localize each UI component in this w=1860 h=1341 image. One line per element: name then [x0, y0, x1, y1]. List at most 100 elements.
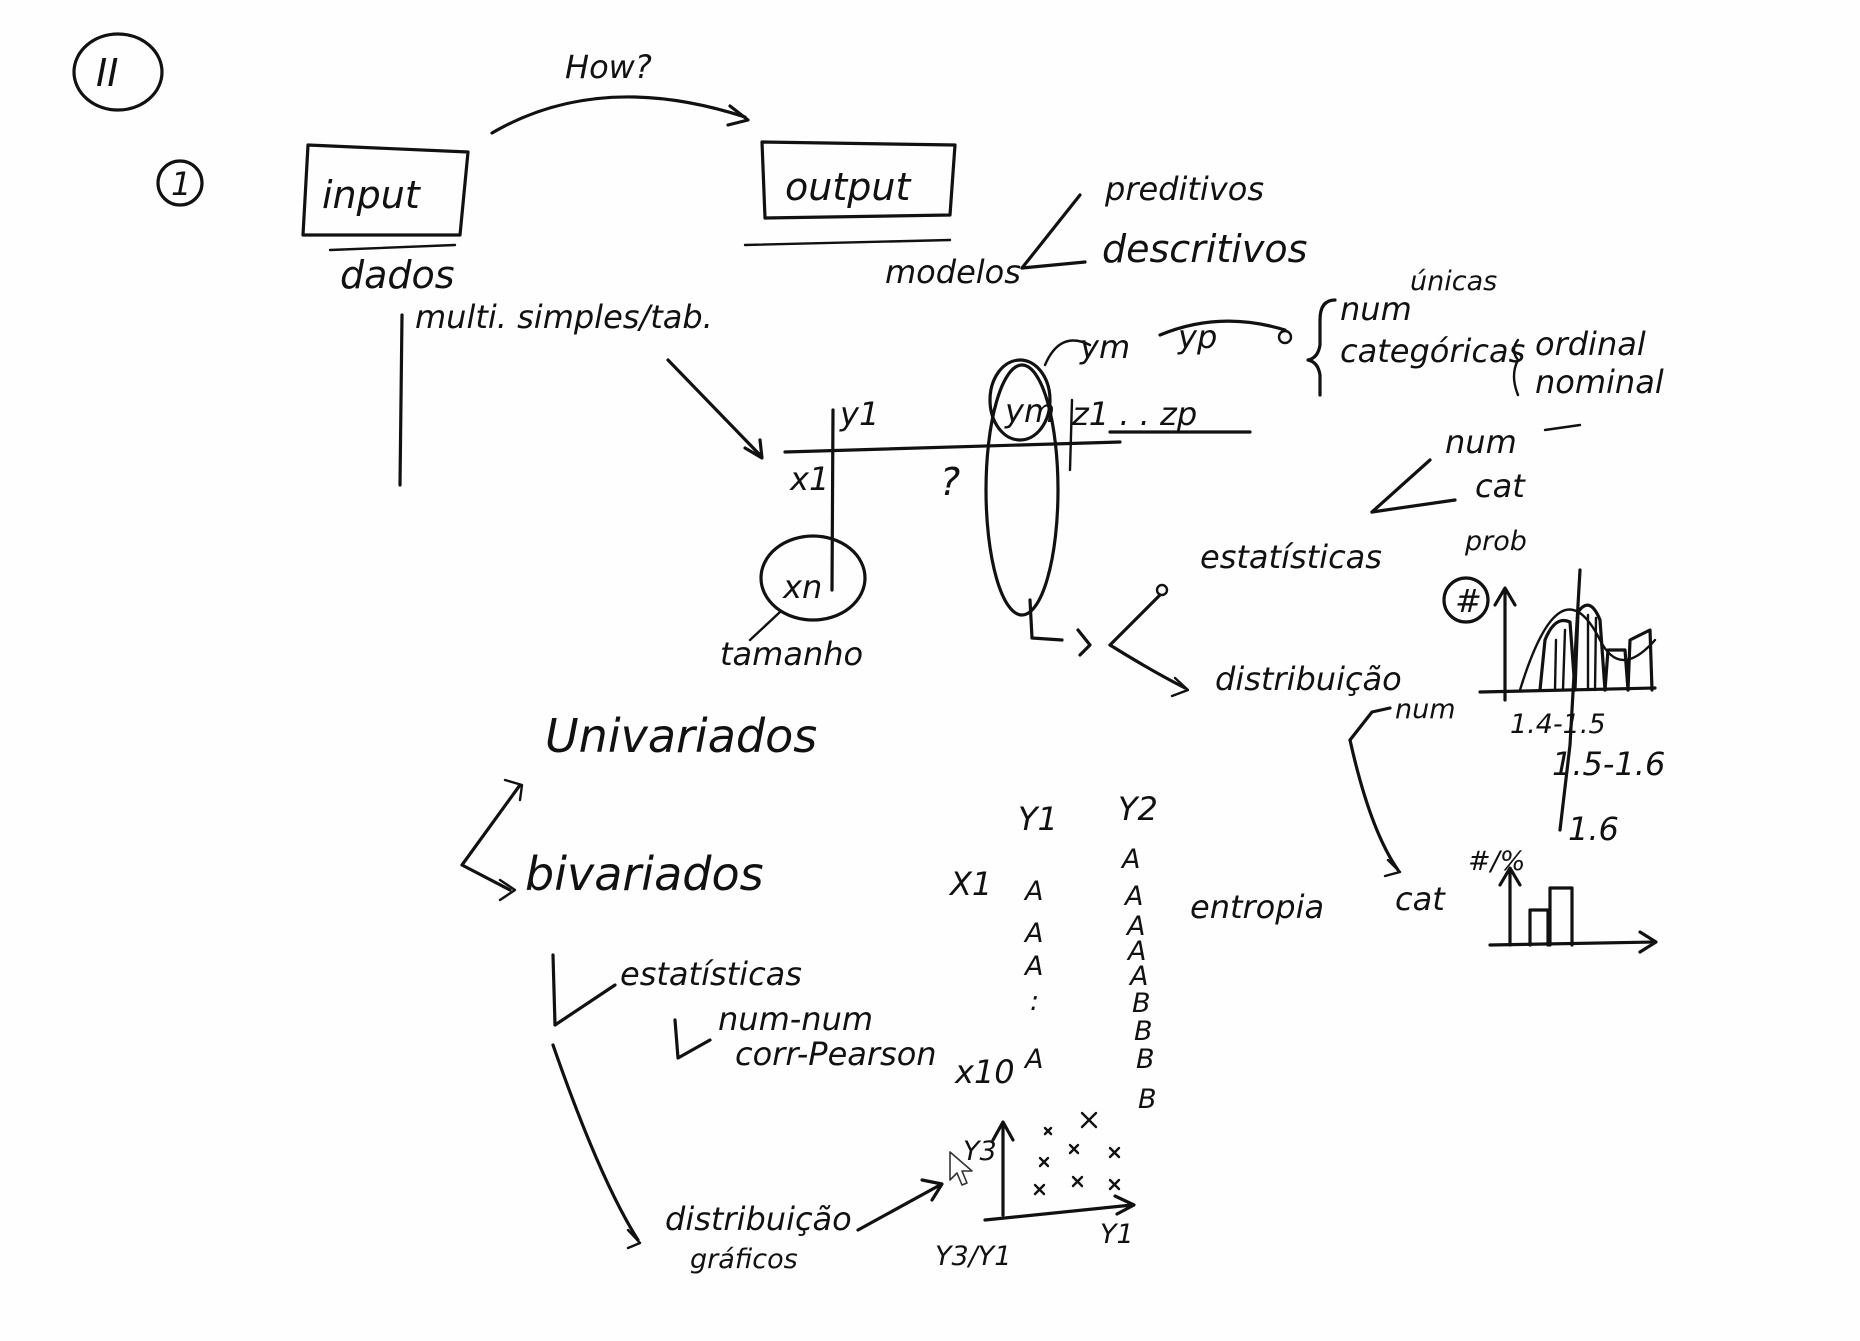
nominal-dash [1543, 423, 1582, 432]
y2-val-4: A [1126, 936, 1146, 967]
num-num-label: num-num [718, 1000, 873, 1038]
y1-val-5: A [1023, 1044, 1043, 1075]
scatter-y-label: Y3 [963, 1136, 997, 1167]
item-number: 1 [171, 165, 191, 203]
branch-distribution-head [1170, 676, 1190, 698]
branch-stats-head [1155, 583, 1169, 597]
scatter-x-label: Y1 [1100, 1219, 1134, 1250]
var-type-num: num [1340, 290, 1412, 328]
dist-cat-head [1383, 858, 1402, 878]
input-sub-label: dados [340, 253, 455, 297]
col-ym-top: ym [1079, 328, 1130, 366]
scatter-point-8 [1108, 1178, 1121, 1191]
y2-val-5: A [1128, 961, 1148, 992]
output-box [760, 140, 957, 220]
dist-type-cat: cat [1395, 880, 1446, 918]
cat-bar-2 [1548, 886, 1574, 947]
y1-val-4: : [1030, 986, 1039, 1017]
bi-dist-label: distribuição [665, 1200, 852, 1238]
hist-bin-1: 1.4-1.5 [1510, 709, 1606, 740]
y2-val-2: A [1123, 881, 1143, 912]
scatter-origin-label: Y3/Y1 [935, 1241, 1011, 1272]
scatter-point-6 [1033, 1183, 1046, 1196]
col-z-range: z1 . . zp [1071, 395, 1197, 433]
stats-type-cat: cat [1475, 467, 1526, 505]
table-header-line [783, 440, 1122, 454]
y1-val-3: A [1023, 951, 1043, 982]
ym-circle [988, 358, 1052, 442]
hist-bar-1 [1538, 618, 1577, 692]
bi-arrowhead [498, 878, 517, 902]
bi-dist-head [626, 1228, 642, 1250]
section-circle [72, 32, 164, 112]
hist-bin-marker [1558, 568, 1582, 832]
bi-stats-branch [551, 953, 617, 1027]
hist-hash-circle [1442, 576, 1490, 624]
bivariate-label: bivariados [525, 847, 764, 901]
hist-bar-3 [1603, 648, 1630, 692]
z-separator [1068, 398, 1074, 472]
stats-num-branch [1370, 458, 1432, 514]
cat-axis-label: #/% [1468, 846, 1525, 877]
col-y1: y1 [839, 395, 879, 433]
how-arrow [490, 95, 747, 135]
cat-y-axis [1498, 866, 1522, 947]
col-ym: ym [1004, 392, 1055, 430]
how-question: How? [565, 48, 652, 86]
source-label: multi. simples/tab. [415, 298, 713, 336]
y1-val-2: A [1023, 918, 1043, 949]
analysis-corner [1028, 598, 1064, 642]
bi-stats-label: estatísticas [620, 955, 802, 993]
analysis-stats: estatísticas [1200, 538, 1382, 576]
uni-arrowhead [503, 778, 524, 802]
dist-type-num: num [1395, 694, 1456, 725]
stats-type-num: num [1445, 423, 1517, 461]
row-x1: x1 [789, 460, 829, 498]
cat-type-ordinal: ordinal [1535, 325, 1646, 363]
section-label: II [96, 51, 118, 95]
univariate-label: Univariados [545, 709, 817, 763]
bi-dist-branch [551, 1043, 640, 1242]
corr-label: corr-Pearson [735, 1035, 937, 1073]
item-number-circle [156, 159, 204, 207]
model-type-descritivos: descritivos [1102, 227, 1307, 271]
scatter-point-1 [1043, 1126, 1053, 1136]
branch-stats [1108, 593, 1162, 647]
scatter-point-7 [1071, 1175, 1084, 1188]
hist-bin-3: 1.6 [1568, 810, 1619, 848]
xn-pointer [748, 610, 782, 642]
input-underline [328, 243, 457, 252]
scatter-point-5 [1108, 1146, 1121, 1159]
branch-descritivos [1020, 260, 1087, 270]
stats-cat-branch [1370, 498, 1457, 514]
types-arrow [1158, 319, 1287, 337]
y2-val-1: A [1120, 844, 1140, 875]
types-brace [1306, 298, 1337, 397]
var-type-categorical: categóricas [1340, 332, 1525, 370]
analysis-pointer [1076, 628, 1092, 657]
branch-distribution [1108, 643, 1187, 690]
table-row-x1: X1 [948, 865, 992, 903]
source-line [398, 313, 404, 487]
output-sub-label: modelos [885, 253, 1021, 291]
hist-hash: # [1455, 582, 1482, 620]
y2-val-8: B [1136, 1044, 1155, 1075]
analysis-distribution: distribuição [1215, 660, 1402, 698]
y2-val-9: B [1138, 1084, 1157, 1115]
hist-hatching [1553, 613, 1598, 692]
branch-preditivos [1020, 193, 1082, 270]
output-label: output [785, 165, 912, 209]
hist-prob-label: prob [1464, 526, 1527, 557]
source-arrow [666, 358, 762, 457]
types-arrowhead [1277, 329, 1293, 345]
table-col-y1: Y1 [1018, 800, 1058, 838]
mouse-cursor-icon [949, 1151, 973, 1186]
hist-curve [1518, 608, 1657, 692]
dist-cat-branch [1348, 738, 1400, 872]
output-underline [743, 238, 952, 247]
unique-note: únicas [1410, 266, 1497, 297]
y2-val-6: B [1132, 988, 1151, 1019]
row-xn: xn [782, 568, 822, 606]
input-label: input [322, 173, 422, 217]
